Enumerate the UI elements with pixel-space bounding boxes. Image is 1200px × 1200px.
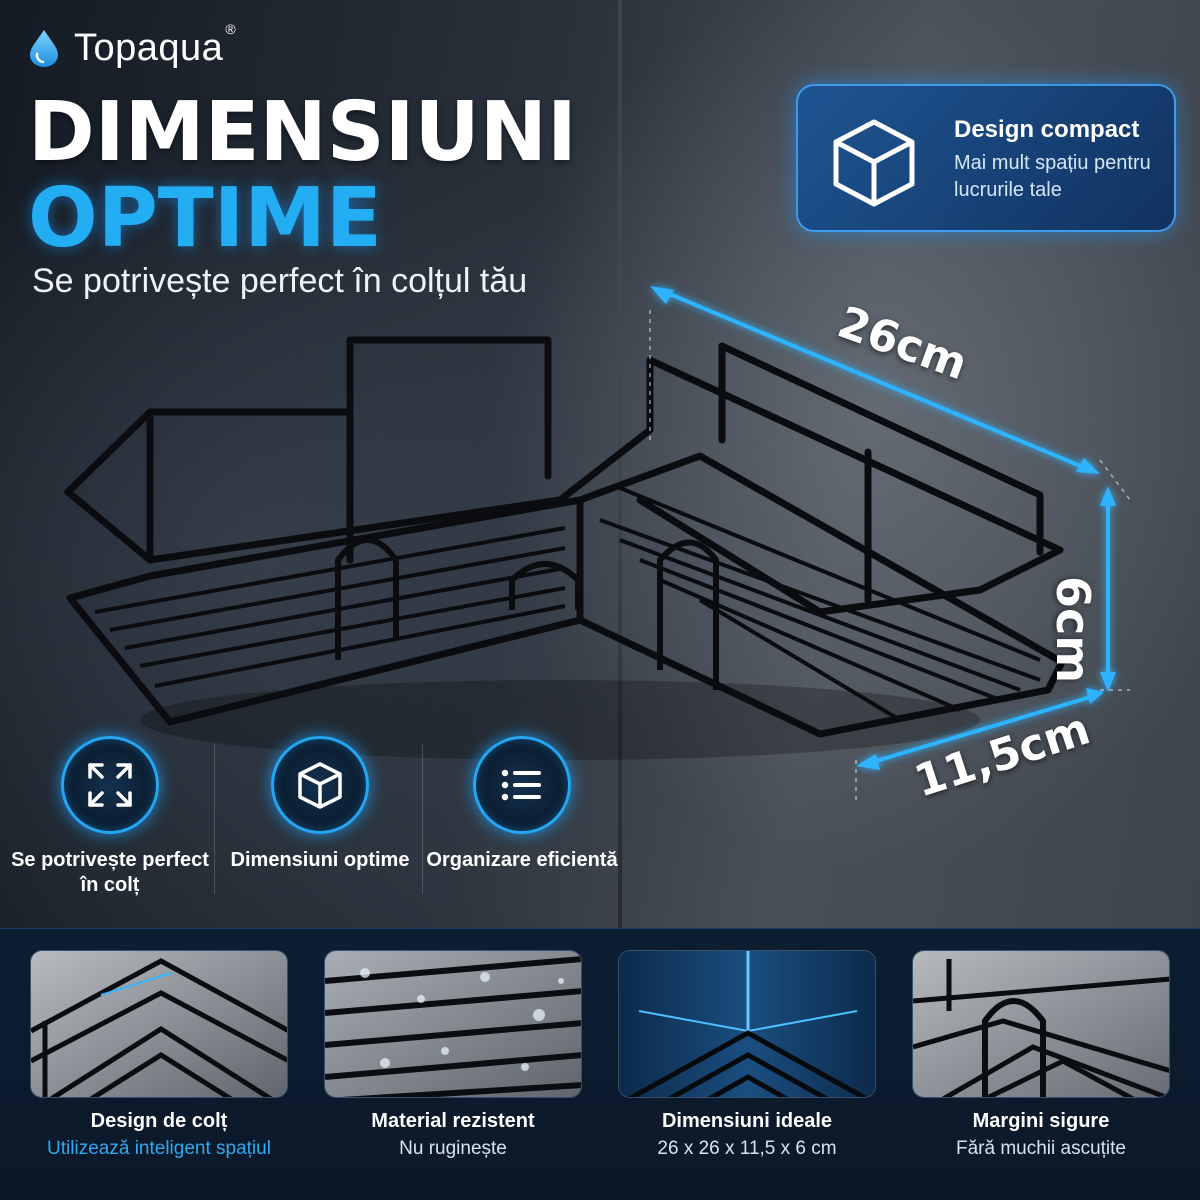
- feature-optimal-dimensions: Dimensiuni optime: [220, 736, 420, 906]
- card-material-photo: [324, 950, 582, 1098]
- subtitle: Se potrivește perfect în colțul tău: [32, 262, 528, 300]
- feature-divider: [214, 744, 215, 894]
- feature-corner-fit: Se potrivește perfect în colț: [10, 736, 210, 906]
- cube-icon: [833, 119, 915, 207]
- feature-efficient-organization: Organizare eficientă: [422, 736, 622, 906]
- feature-label: Organizare eficientă: [426, 849, 618, 871]
- compact-design-badge: Design compact Mai mult spațiu pentru lu…: [796, 84, 1176, 232]
- water-drop-icon: [30, 30, 58, 67]
- feature-icon-ring: [61, 736, 159, 834]
- feature-label: Se potrivește perfect în colț: [11, 849, 209, 896]
- card-title: Material rezistent: [371, 1110, 535, 1132]
- title-line-1: DIMENSIUNI: [28, 85, 577, 180]
- page-title: DIMENSIUNI OPTIME: [28, 92, 628, 260]
- badge-title: Design compact: [954, 116, 1140, 143]
- list-icon: [501, 769, 541, 801]
- brand-logo: Topaqua®: [26, 20, 237, 70]
- height-dimension-label: 6cm: [1046, 576, 1100, 684]
- card-title: Dimensiuni ideale: [661, 1110, 833, 1132]
- brand-name: Topaqua®: [74, 20, 237, 69]
- card-title: Design de colț: [90, 1110, 228, 1132]
- wall-corner-line: [618, 0, 622, 930]
- cube-icon: [298, 762, 342, 809]
- card-subtitle: Utilizează inteligent spațiul: [47, 1138, 271, 1159]
- title-line-2: OPTIME: [28, 171, 382, 266]
- card-safe-edges-photo: [912, 950, 1170, 1098]
- card-subtitle: 26 x 26 x 11,5 x 6 cm: [657, 1138, 837, 1159]
- card-subtitle: Fără muchii ascuțite: [955, 1138, 1126, 1159]
- badge-description: Mai mult spațiu pentru lucrurile tale: [954, 152, 1151, 201]
- card-title: Margini sigure: [972, 1110, 1110, 1132]
- card-subtitle: Nu ruginește: [399, 1138, 507, 1159]
- feature-icon-ring: [473, 736, 571, 834]
- feature-divider: [422, 744, 423, 894]
- card-dimensions-photo: [618, 950, 876, 1098]
- card-corner-design-photo: [30, 950, 288, 1098]
- feature-label: Dimensiuni optime: [230, 849, 410, 871]
- feature-icon-ring: [271, 736, 369, 834]
- expand-corners-icon: [88, 763, 132, 807]
